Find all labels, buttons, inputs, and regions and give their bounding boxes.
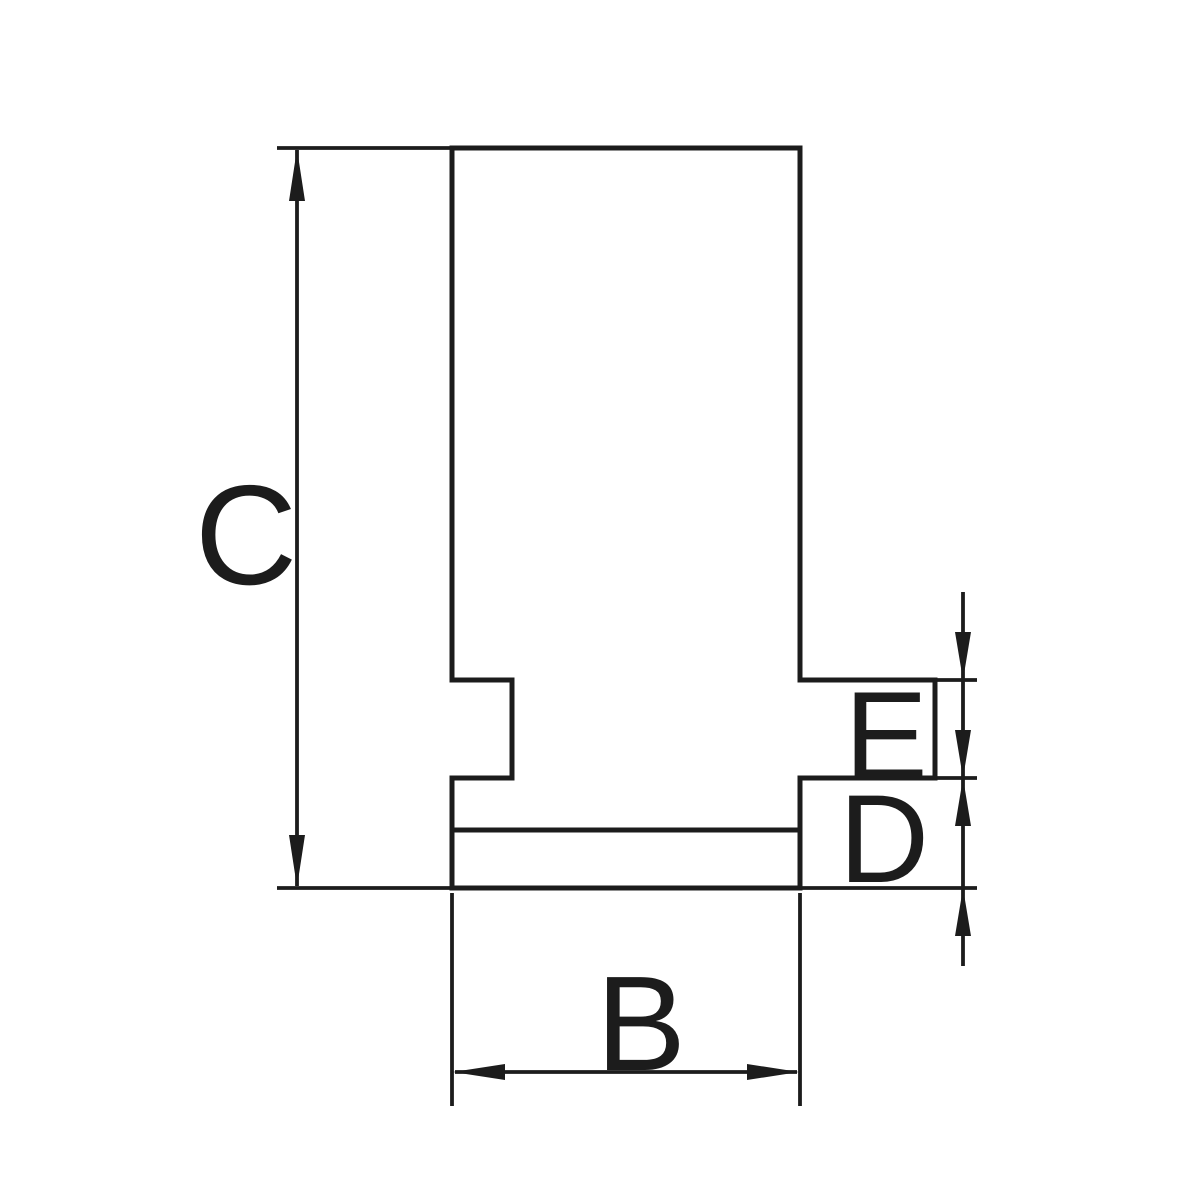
- c-arrow-down-icon: [289, 835, 305, 887]
- b-arrow-left-icon: [453, 1064, 505, 1080]
- c-arrow-up-icon: [289, 149, 305, 201]
- dimension-label-e: E: [844, 667, 927, 806]
- e-arrow-down-icon: [955, 632, 971, 680]
- dimension-label-b: B: [596, 948, 686, 1099]
- b-arrow-right-icon: [747, 1064, 799, 1080]
- e-arrow-up-icon: [955, 778, 971, 826]
- dimension-label-c: C: [195, 456, 298, 615]
- d-arrow-down-icon: [955, 730, 971, 778]
- dimension-label-d: D: [839, 770, 929, 909]
- d-arrow-up-icon: [955, 888, 971, 936]
